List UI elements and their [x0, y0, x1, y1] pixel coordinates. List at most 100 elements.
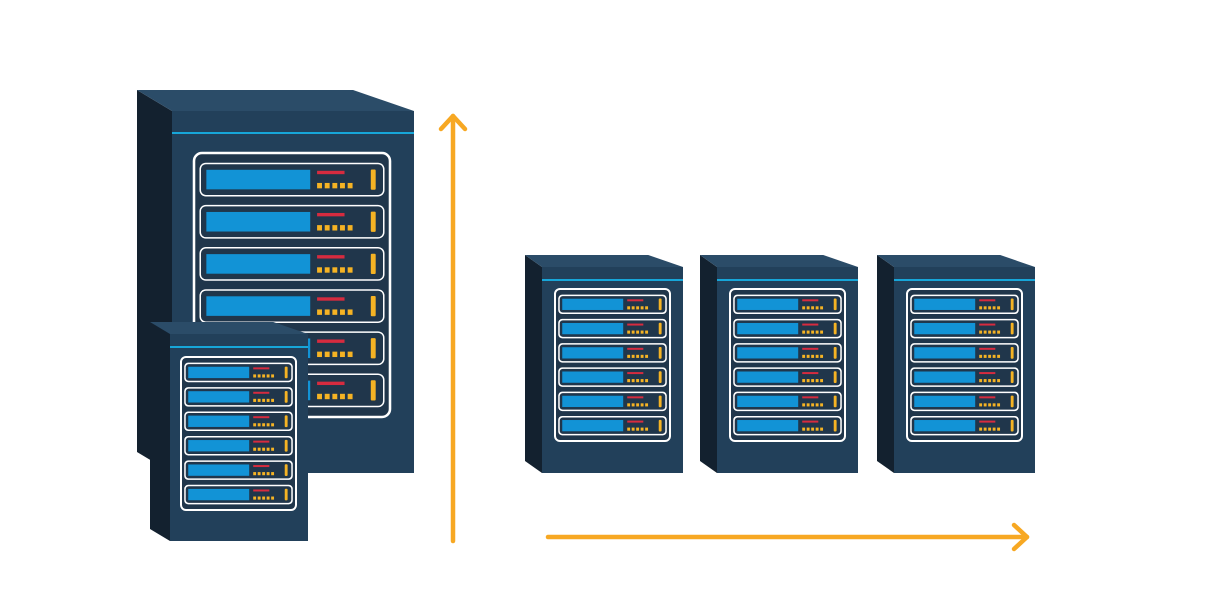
status-led-amber	[257, 374, 261, 378]
status-led-amber	[802, 379, 806, 383]
status-led-amber	[988, 403, 992, 407]
status-led-amber	[347, 182, 353, 189]
status-led-amber	[645, 330, 649, 334]
cabinet-top	[137, 90, 414, 111]
status-led-amber	[979, 354, 983, 358]
status-led-amber	[992, 306, 996, 310]
status-led-amber	[988, 379, 992, 383]
status-led-red	[979, 323, 996, 326]
status-led-red	[627, 372, 644, 375]
rack-unit	[558, 294, 667, 315]
status-led-red	[979, 347, 996, 350]
rack-unit	[910, 415, 1019, 436]
unit-screen	[737, 420, 799, 432]
status-led-red	[253, 416, 270, 419]
status-led-amber	[992, 427, 996, 431]
unit-handle	[370, 211, 376, 232]
rack-unit	[184, 387, 293, 407]
rack-unit	[184, 484, 293, 505]
status-led-amber	[992, 330, 996, 334]
unit-handle	[284, 464, 288, 477]
rack-unit	[558, 343, 667, 363]
status-led-amber	[332, 267, 338, 273]
status-led-amber	[253, 398, 257, 402]
status-led-amber	[340, 267, 345, 273]
unit-screen	[737, 395, 799, 408]
rack-unit	[733, 415, 842, 436]
unit-handle	[833, 419, 837, 432]
status-led-amber	[253, 472, 257, 476]
unit-screen	[188, 391, 250, 403]
rack-unit	[910, 343, 1019, 363]
status-led-red	[627, 347, 644, 350]
status-led-amber	[820, 379, 824, 383]
rack-unit	[733, 318, 842, 339]
status-led-amber	[271, 374, 275, 378]
unit-screen	[206, 211, 311, 232]
status-led-amber	[340, 182, 345, 189]
rack-unit	[733, 391, 842, 412]
status-led-amber	[262, 472, 266, 476]
status-led-amber	[347, 309, 353, 315]
status-led-amber	[636, 306, 640, 310]
rack-unit	[733, 294, 842, 315]
status-led-amber	[271, 423, 275, 427]
status-led-amber	[802, 427, 806, 431]
unit-screen	[562, 371, 624, 383]
status-led-amber	[983, 403, 987, 407]
rack-unit	[733, 367, 842, 387]
status-led-amber	[347, 267, 353, 273]
unit-handle	[658, 322, 662, 335]
unit-handle	[1010, 419, 1014, 432]
status-led-amber	[627, 403, 631, 407]
status-led-red	[979, 420, 996, 423]
status-led-amber	[631, 403, 635, 407]
status-led-amber	[266, 496, 270, 500]
status-led-amber	[820, 403, 824, 407]
unit-handle	[370, 295, 376, 317]
status-led-amber	[636, 379, 640, 383]
status-led-red	[317, 170, 345, 175]
status-led-amber	[636, 330, 640, 334]
status-led-amber	[992, 403, 996, 407]
status-led-amber	[340, 351, 345, 358]
status-led-amber	[332, 182, 338, 189]
status-led-amber	[266, 472, 270, 476]
status-led-amber	[636, 427, 640, 431]
arrows-layer	[438, 113, 1030, 552]
status-led-amber	[271, 447, 275, 451]
status-led-amber	[347, 225, 353, 231]
cabinet-side	[150, 322, 170, 541]
unit-handle	[370, 253, 376, 275]
status-led-amber	[640, 330, 644, 334]
rack-unit	[910, 367, 1019, 387]
unit-handle	[833, 395, 837, 408]
status-led-amber	[631, 379, 635, 383]
rack-unit	[199, 247, 385, 281]
status-led-red	[253, 489, 270, 492]
rack-unit	[184, 460, 293, 480]
status-led-amber	[811, 379, 815, 383]
status-led-amber	[631, 427, 635, 431]
status-led-amber	[811, 330, 815, 334]
status-led-amber	[636, 354, 640, 358]
status-led-amber	[983, 379, 987, 383]
unit-handle	[658, 419, 662, 432]
status-led-red	[253, 440, 270, 443]
unit-screen	[914, 298, 976, 310]
status-led-red	[627, 420, 644, 423]
unit-handle	[1010, 322, 1014, 335]
unit-handle	[833, 371, 837, 383]
unit-handle	[370, 380, 376, 401]
status-led-amber	[317, 393, 322, 400]
unit-screen	[188, 488, 250, 501]
rack-unit	[184, 435, 293, 456]
status-led-amber	[332, 351, 338, 358]
status-led-amber	[627, 330, 631, 334]
status-led-amber	[317, 309, 322, 315]
status-led-red	[802, 420, 819, 423]
unit-screen	[206, 254, 311, 274]
unit-screen	[737, 371, 799, 383]
status-led-amber	[332, 393, 338, 400]
status-led-amber	[997, 427, 1001, 431]
